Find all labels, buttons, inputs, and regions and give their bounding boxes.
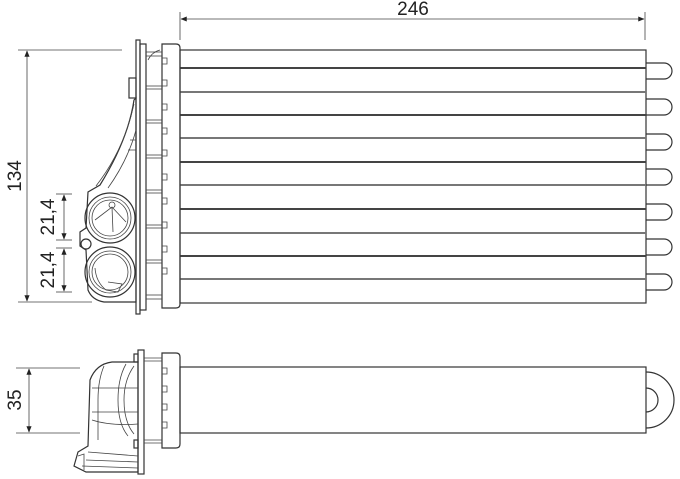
port-spacing-lower-label: 21,4 [38, 251, 59, 288]
depth-label: 35 [5, 389, 26, 410]
port-spacing-dimensions: 21,4 21,4 [38, 193, 72, 293]
depth-dimension: 35 [5, 367, 80, 434]
port-housing [79, 77, 137, 303]
front-view [79, 39, 673, 315]
height-label: 134 [5, 160, 26, 192]
length-dimension: 246 [179, 0, 646, 40]
end-loops [646, 62, 673, 291]
port-spacing-upper-label: 21,4 [38, 198, 59, 235]
side-view [73, 349, 675, 475]
length-label: 246 [397, 0, 429, 20]
height-dimension: 134 [5, 49, 122, 303]
tube-lines [180, 67, 646, 280]
